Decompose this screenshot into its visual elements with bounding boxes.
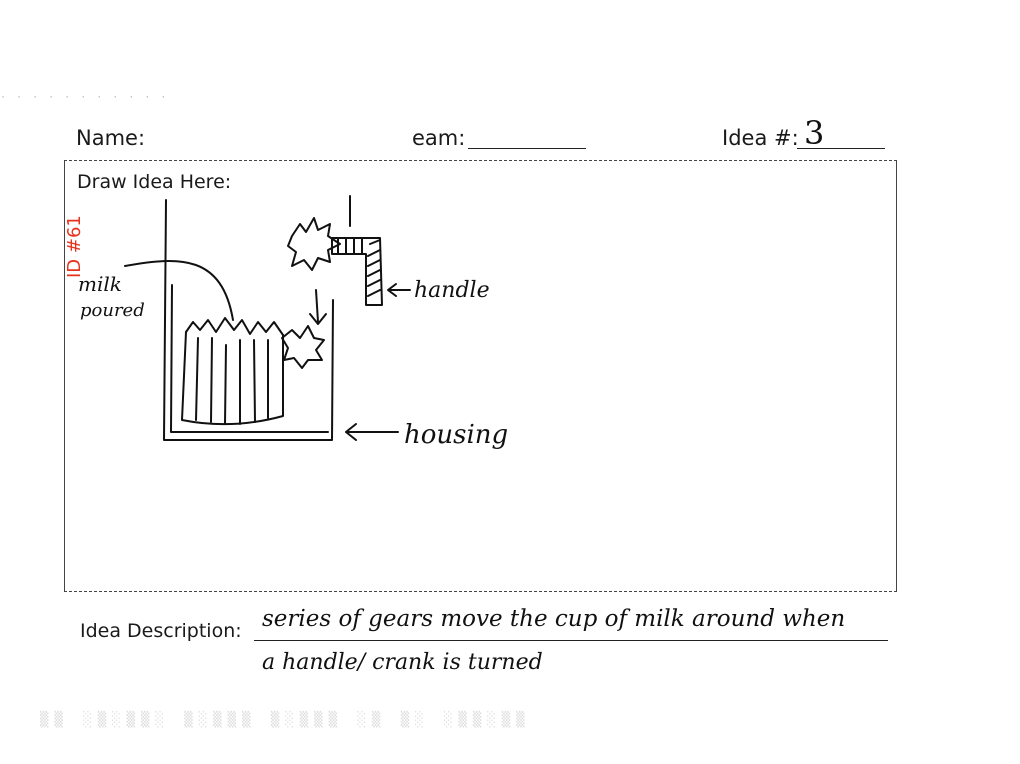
handle-hatch [338,238,380,296]
handle-crank [332,238,382,305]
housing-arrow [346,424,398,440]
description-line-2: a handle/ crank is turned [262,650,543,675]
handle-label: handle [414,278,490,303]
side-gear [282,326,324,368]
scan-noise-bottom: ▒▒ ░▒░▒▒░ ▒░▒▒▒ ▒░▒▒▒ ░▒ ▒░ ░▒▒░▒▒ [40,712,531,728]
housing-inner [171,285,328,432]
cup-foam [186,318,283,335]
housing-outline [164,200,333,440]
handle-arrow [388,284,410,296]
housing-label: housing [404,420,508,450]
description-field-line[interactable] [254,640,888,641]
cup-slats [196,338,268,424]
poured-label: poured [80,300,145,321]
milk-label: milk [78,272,122,296]
description-line-1: series of gears move the cup of milk aro… [262,606,845,632]
gear-arrow [310,290,326,324]
description-label: Idea Description: [80,620,242,642]
